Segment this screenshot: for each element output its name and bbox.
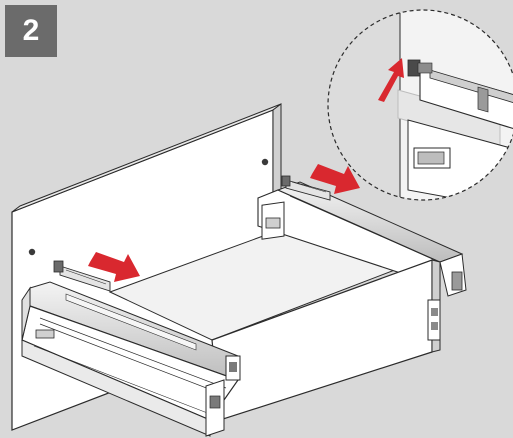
left-rail-push-arrow xyxy=(88,252,140,282)
right-connector-rod xyxy=(281,175,331,201)
right-side-rail xyxy=(257,181,467,297)
mounting-hole-left xyxy=(28,248,36,256)
left-side-rail xyxy=(21,281,239,437)
mounting-hole-right xyxy=(261,158,269,166)
detail-push-arrow xyxy=(378,58,404,102)
left-connector-rod xyxy=(53,260,111,292)
back-wall-bracket xyxy=(427,299,441,341)
magnified-connector-detail xyxy=(327,9,513,201)
step-number-badge: 2 xyxy=(5,5,57,57)
rail-slot xyxy=(35,329,55,339)
right-rail-push-arrow xyxy=(310,164,360,194)
front-rail-bracket xyxy=(205,355,241,437)
